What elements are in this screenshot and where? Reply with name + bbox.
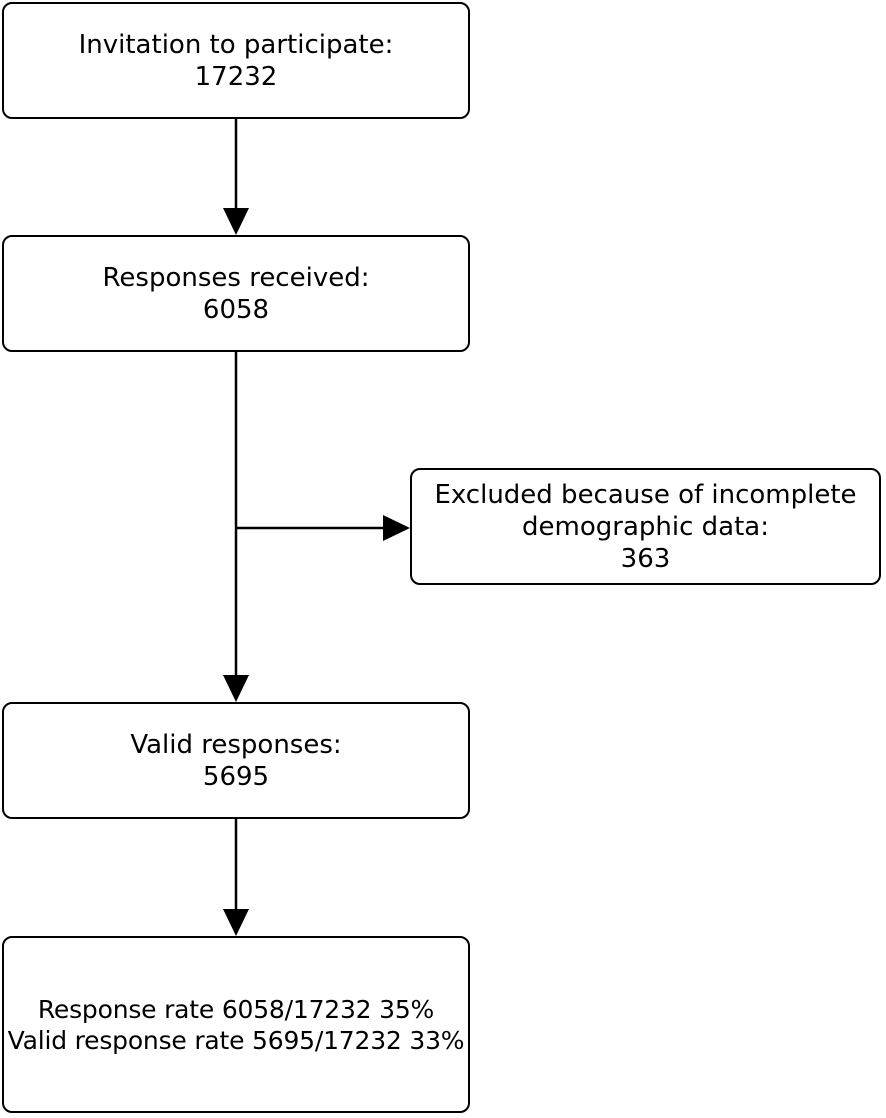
responses-box: Responses received: 6058 (2, 235, 470, 352)
arrowhead-to-excluded (383, 515, 410, 541)
arrowhead-to-rates (223, 909, 249, 936)
arrowhead-to-responses (223, 208, 249, 235)
arrowhead-to-valid (223, 675, 249, 702)
responses-count: 6058 (202, 294, 270, 325)
excluded-label-line1: Excluded because of incomplete (434, 479, 857, 510)
valid-response-rate-text: Valid response rate 5695/17232 33% (7, 1025, 465, 1055)
invitation-label: Invitation to participate: (78, 29, 394, 60)
invitation-box: Invitation to participate: 17232 (2, 2, 470, 119)
invitation-count: 17232 (194, 61, 278, 92)
excluded-label-line2: demographic data: (522, 511, 769, 542)
valid-box: Valid responses: 5695 (2, 702, 470, 819)
excluded-box: Excluded because of incomplete demograph… (410, 468, 881, 585)
response-rate-text: Response rate 6058/17232 35% (37, 994, 435, 1024)
responses-label: Responses received: (102, 262, 370, 293)
valid-count: 5695 (202, 761, 270, 792)
excluded-count: 363 (620, 543, 671, 574)
rates-box: Response rate 6058/17232 35% Valid respo… (2, 936, 470, 1113)
valid-label: Valid responses: (130, 729, 342, 760)
